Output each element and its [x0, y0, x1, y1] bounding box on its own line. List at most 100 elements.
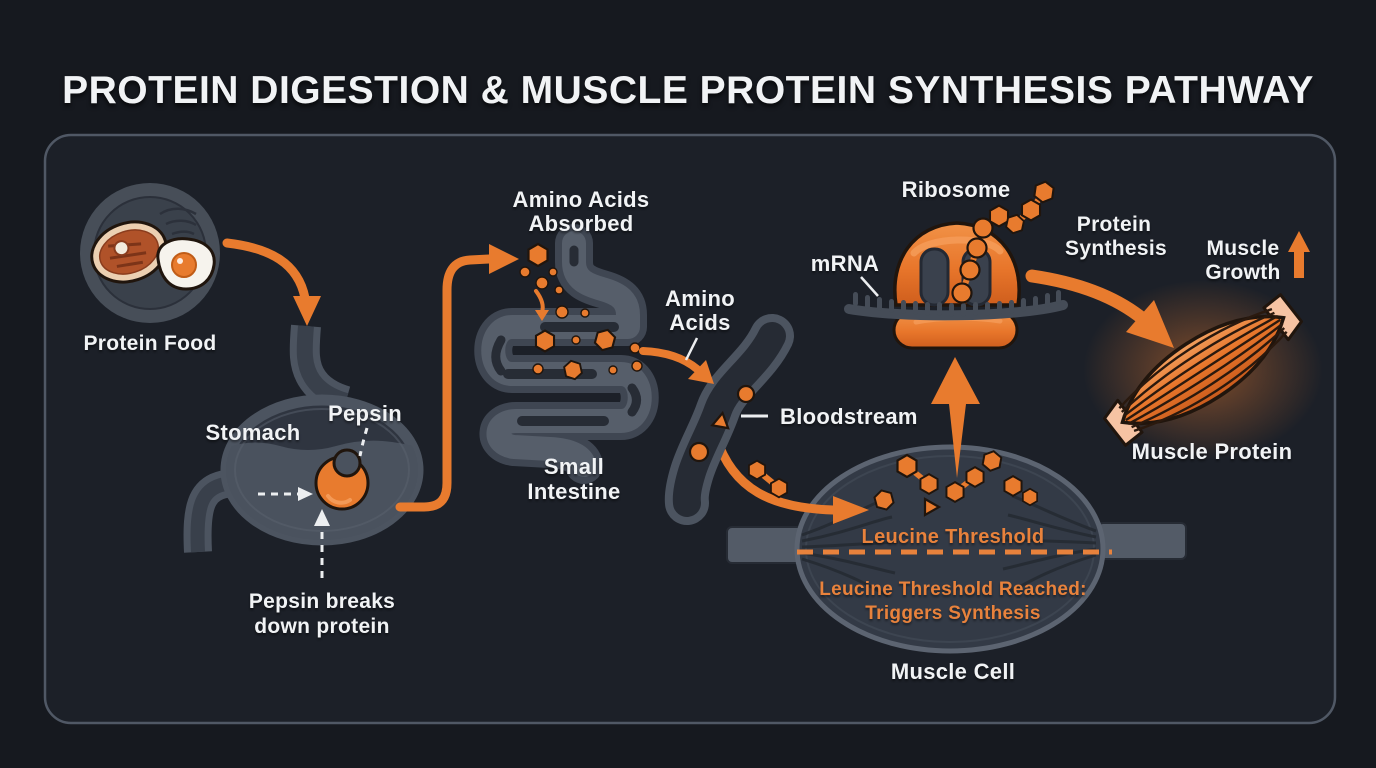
arrow-stomach-to-intestine-head [489, 244, 519, 274]
mrna-strand-icon [844, 300, 1068, 321]
vessel-lumen [672, 322, 786, 517]
arrow-bloodstream-to-cell-head [833, 496, 869, 524]
mrna-tooth [973, 302, 978, 316]
pepsin-pointer-dashes [358, 427, 369, 457]
arrow-intestine-to-bloodstream-head [688, 360, 714, 384]
striation-line [1118, 307, 1273, 410]
amino-acid-icon [534, 329, 556, 353]
fascicle-line [801, 557, 889, 598]
mrna-tooth [1045, 293, 1050, 307]
note-dashed-arrow-head [314, 509, 330, 526]
peptide-residue [959, 259, 981, 281]
fascicle-line [1009, 553, 1097, 594]
mrna-tooth [1056, 290, 1061, 304]
ribosome-icon: Ribosome mRNA [811, 177, 1068, 350]
arrow-food-to-stomach [222, 238, 310, 303]
mrna-tooth [997, 301, 1002, 315]
small-intestine-label-line2: Intestine [527, 479, 620, 504]
amino-acids-pointer-line [684, 337, 699, 361]
striation-line [1120, 311, 1275, 413]
amino-acid-particles-cell [872, 448, 1038, 517]
amino-absorbed-line2: Absorbed [528, 211, 633, 236]
amino-acids-callout: Amino Acids [665, 286, 735, 361]
amino-acid-icon [1003, 475, 1023, 497]
muscle-cell-icon: Leucine Threshold Leucine Threshold Reac… [726, 444, 1187, 684]
amino-acid-icon [631, 360, 643, 372]
peptide-chain-icon [951, 179, 1056, 304]
amino-acid-icon [629, 342, 641, 354]
arrow-stomach-to-intestine [395, 254, 494, 512]
mrna-tooth [901, 300, 906, 314]
leucine-reached-line2: Triggers Synthesis [865, 603, 1040, 624]
muscle-protein-icon: Muscle Protein [1083, 280, 1323, 464]
pepsin-label: Pepsin [328, 401, 402, 426]
peptide-residue [988, 204, 1010, 228]
amino-acid-icon [554, 285, 564, 295]
mrna-tooth [1033, 296, 1038, 310]
egg-yolk [171, 252, 197, 278]
pepsin-note-line1: Pepsin breaks [249, 590, 395, 613]
amino-acid-icon [555, 305, 569, 319]
peptide-residue [951, 282, 973, 304]
lumen-slot [627, 383, 641, 417]
mrna-tooth [889, 299, 894, 313]
bloodstream-icon: Bloodstream [664, 314, 918, 525]
steak-bone [113, 240, 130, 257]
amino-acid-icon [527, 242, 549, 268]
page-title: PROTEIN DIGESTION & MUSCLE PROTEIN SYNTH… [62, 69, 1314, 112]
amino-acid-icon [519, 266, 531, 278]
muscle-protein-label: Muscle Protein [1132, 439, 1293, 464]
fascicle-line [801, 540, 899, 549]
amino-acids-line2: Acids [669, 310, 730, 335]
amino-acid-icon [688, 441, 710, 463]
mrna-pointer-line [860, 276, 879, 297]
pepsin-bite-notch [332, 448, 362, 478]
pepsin-highlight [326, 494, 352, 505]
amino-acid-particles-intestine [519, 242, 643, 382]
muscle-cell-tendon-left [726, 526, 803, 564]
fascicle-line [801, 515, 893, 543]
fiber-striations [1118, 307, 1288, 433]
fried-egg-icon [156, 237, 216, 291]
stage-protein-food: Protein Food [80, 183, 220, 355]
fascicle-lines-left [801, 496, 899, 598]
leucine-reached-line1: Leucine Threshold Reached: [819, 579, 1087, 600]
amino-acid-icon [747, 459, 767, 481]
arrow-intestine-to-bloodstream [639, 347, 701, 373]
protein-food-label: Protein Food [83, 332, 216, 355]
arrow-food-to-stomach-head [293, 296, 321, 326]
mrna-tooth [961, 303, 966, 317]
mrna-label: mRNA [811, 251, 879, 276]
mrna-tooth [877, 297, 882, 311]
plate-swirl-detail [159, 207, 197, 236]
peptide-residue [966, 237, 988, 259]
muscle-cell-label: Muscle Cell [891, 659, 1015, 684]
fascicle-line [1002, 547, 1097, 571]
amino-acid-icon [945, 481, 965, 503]
mrna-tooth [985, 302, 990, 316]
small-intestine-icon: Amino Acids Absorbed Small Intestine [474, 187, 659, 504]
ribosome-label: Ribosome [902, 177, 1011, 202]
amino-acid-icon [896, 453, 918, 479]
muscle-growth-callout: Muscle Growth [1205, 231, 1310, 284]
bloodstream-label: Bloodstream [780, 404, 918, 429]
muscle-fiber [1103, 293, 1303, 447]
amino-acid-icon [736, 384, 756, 404]
churn-dashed-arrow-head [298, 487, 313, 501]
amino-acid-icon [608, 365, 618, 375]
arrow-cell-to-ribosome [931, 357, 980, 478]
protein-synthesis-line2: Synthesis [1065, 237, 1167, 260]
stomach-icon: Stomach Pepsin Pepsin breaks down protei… [183, 324, 424, 638]
muscle-growth-line1: Muscle [1207, 237, 1280, 260]
striation-line [1131, 327, 1286, 429]
striation-line [1125, 318, 1281, 422]
mrna-tooth [913, 301, 918, 315]
amino-acid-icon [532, 363, 544, 375]
leucine-threshold-label: Leucine Threshold [862, 526, 1045, 548]
mrna-nucleotide-teeth [853, 290, 1061, 317]
fascicle-line [801, 551, 896, 575]
peptide-residue [1020, 198, 1042, 222]
protein-synthesis-line1: Protein [1077, 213, 1151, 236]
amino-acid-icon [1022, 487, 1038, 507]
small-intestine-label-line1: Small [544, 454, 604, 479]
